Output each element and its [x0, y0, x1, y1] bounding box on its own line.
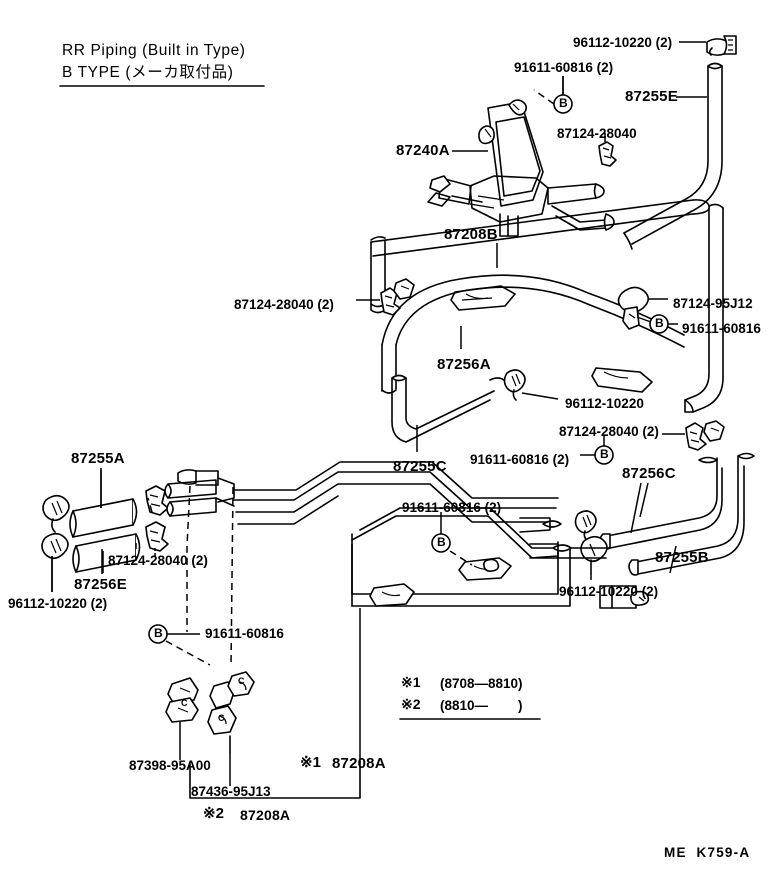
callout-87255B: 87255B	[655, 549, 709, 566]
bracket-87436-95J13	[207, 671, 255, 786]
callout-96112-10220-right: 96112-10220 (2)	[559, 584, 659, 599]
hose-87255C	[391, 374, 507, 443]
marker-star-2-87208A: ※2	[203, 805, 224, 822]
clip-87124-28040-midleft	[356, 278, 415, 316]
callout-87436-95J13: 87436-95J13	[191, 784, 271, 799]
callout-96112-10220-center: 96112-10220	[565, 396, 644, 411]
hose-87255B	[628, 452, 755, 576]
bracket-letter-c-1: C	[181, 698, 188, 708]
balloon-letter-right: B	[655, 316, 664, 330]
clamp-96112-right-b	[580, 535, 608, 580]
callout-91611-60816-bottom: 91611-60816	[205, 626, 284, 641]
balloon-letter-bottom: B	[154, 626, 163, 640]
footer-drawing-code: ME K759-A	[664, 845, 751, 860]
legend-marker-1: ※1	[401, 674, 421, 690]
bracket-center-87208B	[450, 285, 516, 311]
callout-87124-28040-right: 87124-28040 (2)	[559, 424, 659, 439]
callout-87255A: 87255A	[71, 450, 125, 467]
clip-87124-28040-right	[662, 420, 725, 451]
callout-96112-10220-left: 96112-10220 (2)	[8, 596, 108, 611]
bracket-mid-87208A	[458, 557, 512, 581]
callout-91611-60816-mid: 91611-60816 (2)	[470, 452, 570, 467]
balloon-B-center	[431, 512, 473, 566]
callout-91611-60816-right: 91611-60816	[682, 321, 761, 336]
callout-87255C: 87255C	[393, 458, 447, 475]
tube-87208B	[370, 199, 724, 413]
hose-87256E	[72, 533, 141, 573]
clamp-96112-left-a	[42, 494, 70, 533]
callout-87255E: 87255E	[625, 88, 678, 105]
callout-87124-28040-top: 87124-28040	[557, 126, 637, 141]
bracket-87124-95J12	[617, 286, 678, 334]
bracket-letter-c-3: C	[218, 713, 225, 723]
legend-range-2: (8810— )	[440, 698, 523, 713]
legend-range-1: (8708—8810)	[440, 676, 523, 691]
callout-87124-28040-midleft: 87124-28040 (2)	[234, 297, 334, 312]
balloon-letter-center: B	[437, 535, 446, 549]
legend-marker-2: ※2	[401, 696, 421, 712]
balloon-letter-top: B	[559, 96, 568, 110]
callout-87208A-star2: 87208A	[240, 807, 291, 823]
clamp-96112-left-b	[41, 532, 69, 592]
clamp-96112-on-87255C	[503, 369, 559, 401]
balloon-B-bottom	[148, 624, 211, 666]
callout-87208A-star1: 87208A	[332, 755, 386, 772]
callout-87124-95J12: 87124-95J12	[673, 296, 753, 311]
callout-96112-10220-top: 96112-10220 (2)	[573, 35, 673, 50]
callout-87256E: 87256E	[74, 576, 127, 593]
marker-star-1-87208A: ※1	[300, 754, 321, 771]
callout-91611-60816-top: 91611-60816 (2)	[514, 60, 614, 75]
clip-87124-left-b	[145, 521, 169, 556]
callout-87124-28040-left: 87124-28040 (2)	[108, 553, 208, 568]
bracket-letter-c-2: C	[238, 676, 245, 686]
bracket-right-square-87208A	[599, 585, 650, 609]
diagram-title-line2: B TYPE (メーカ取付品)	[62, 64, 234, 81]
balloon-letter-mid: B	[600, 447, 609, 461]
clip-87124-28040-top	[598, 133, 617, 167]
clamp-96112-right-a	[574, 510, 597, 541]
bracket-left-87208A	[369, 583, 415, 607]
callout-87240A: 87240A	[396, 142, 450, 159]
callout-91611-60816-center: 91611-60816 (2)	[402, 500, 502, 515]
pipe-87208A	[164, 461, 611, 607]
callout-87208B: 87208B	[444, 226, 498, 243]
balloon-B-mid	[580, 436, 614, 465]
diagram-title-line1: RR Piping (Built in Type)	[62, 42, 246, 59]
callout-87398-95A00: 87398-95A00	[129, 758, 211, 773]
bracket-87398-95A00	[165, 677, 199, 760]
assembly-87240A	[427, 99, 615, 237]
callout-87256C: 87256C	[622, 465, 676, 482]
callout-87256A: 87256A	[437, 356, 491, 373]
hose-87255A	[69, 498, 138, 538]
bracket-right-lower	[591, 367, 653, 393]
hose-87255E	[623, 62, 723, 250]
clamp-top-right	[706, 35, 737, 56]
